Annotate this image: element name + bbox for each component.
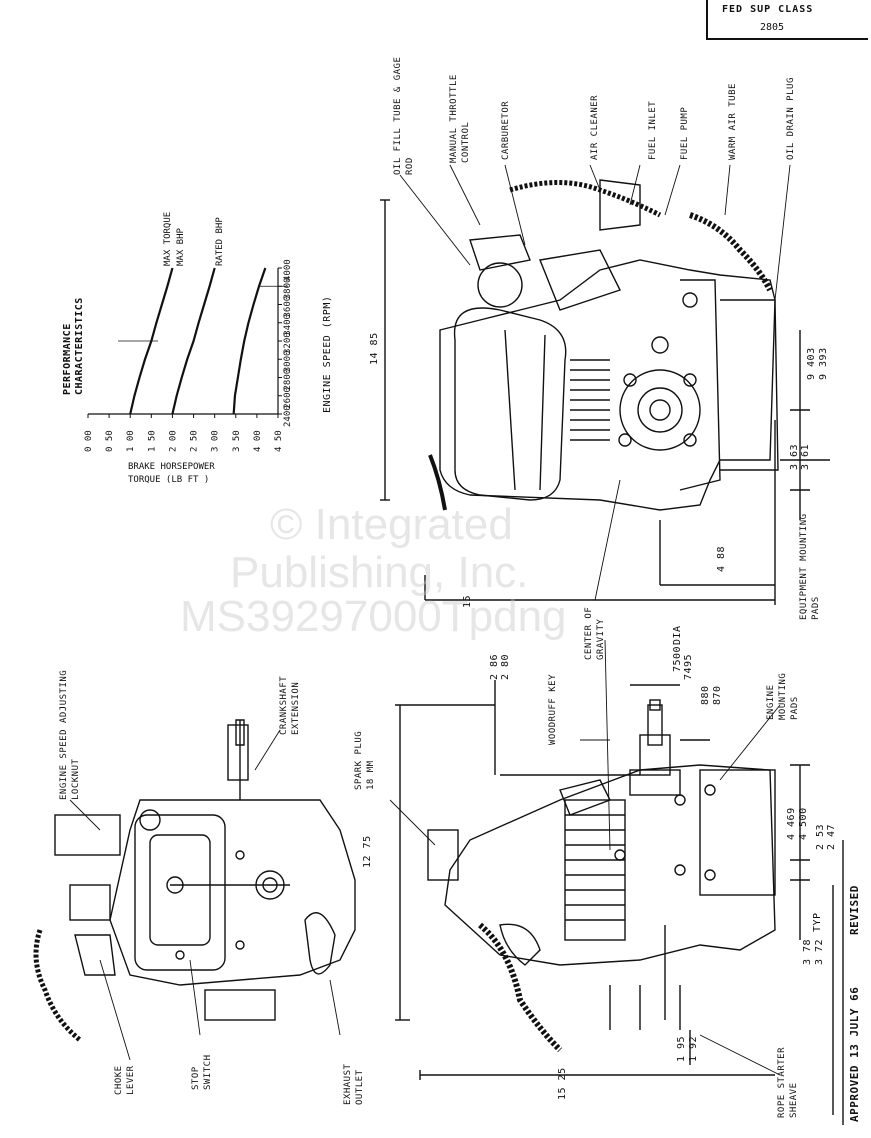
callout-center-of-gravity: CENTER OF GRAVITY <box>584 606 606 660</box>
y-tick-label: 1 00 <box>126 430 136 452</box>
x-tick-label: 2400 <box>283 405 293 427</box>
curve-label: MAX TORQUE <box>163 212 173 266</box>
watermark-line-3: MS39297000Tpdng <box>180 592 567 641</box>
watermark-line-1: © Integrated <box>270 500 513 549</box>
y-tick-label: 0 50 <box>105 430 115 452</box>
x-tick-label: 3000 <box>283 351 293 373</box>
x-tick-label: 3200 <box>283 332 293 354</box>
curve-label: MAX BHP <box>176 227 186 266</box>
dim-2-53: 2 53 <box>815 823 826 850</box>
dim-1-92: 1 92 <box>688 1035 699 1062</box>
watermark-line-2: Publishing, Inc. <box>230 548 529 597</box>
callout-spark-plug: SPARK PLUG 18 MM <box>354 730 376 790</box>
dim-typ: TYP <box>812 912 823 932</box>
dim-14-85: 14 85 <box>369 332 380 365</box>
dim-870: 870 <box>712 685 723 705</box>
callout-carburetor: CARBURETOR <box>501 100 511 160</box>
dim-2-47: 2 47 <box>826 823 837 850</box>
x-axis-title: ENGINE SPEED (RPM) <box>322 295 333 413</box>
dim-9-403: 9 403 <box>806 347 817 380</box>
dim-3-72: 3 72 <box>814 938 825 965</box>
dim-9-393: 9 393 <box>818 347 829 380</box>
y-tick-label: 4 00 <box>253 430 263 452</box>
dim-15: 15 <box>462 594 473 608</box>
fed-sup-class-label: FED SUP CLASS <box>722 4 814 15</box>
callout-woodruff-key: WOODRUFF KEY <box>548 673 558 745</box>
callout-oil-drain-plug: OIL DRAIN PLUG <box>786 77 796 160</box>
callout-crankshaft-extension: CRANKSHAFT EXTENSION <box>279 675 301 735</box>
curve-label: RATED BHP <box>215 217 225 266</box>
dim-2-80: 2 80 <box>500 653 511 680</box>
dim-1-95: 1 95 <box>676 1035 687 1062</box>
y-tick-label: 0 00 <box>84 430 94 452</box>
series-line-3 <box>129 267 174 415</box>
callout-warm-air-tube: WARM AIR TUBE <box>728 83 738 160</box>
y-tick-label: 3 00 <box>211 430 221 452</box>
dim-4-500: 4 500 <box>798 807 809 840</box>
x-tick-label: 4000 <box>283 259 293 281</box>
x-tick-label: 3400 <box>283 314 293 336</box>
chart-title: PERFORMANCE CHARACTERISTICS <box>62 297 85 395</box>
dim-7500: 7500 <box>672 645 683 672</box>
dim-2-86: 2 86 <box>489 653 500 680</box>
x-tick-label: 2800 <box>283 369 293 391</box>
revised-label: REVISED <box>848 885 861 935</box>
dim-4-469: 4 469 <box>786 807 797 840</box>
approved-date: APPROVED 13 JULY 66 <box>848 986 861 1122</box>
y-tick-label: 3 50 <box>232 430 242 452</box>
y-tick-label: 2 00 <box>168 430 178 452</box>
callout-oil-fill-tube: OIL FILL TUBE & GAGE ROD <box>393 56 415 175</box>
dim-15-25: 15 25 <box>557 1067 568 1100</box>
callout-engine-speed-locknut: ENGINE SPEED ADJUSTING LOCKNUT <box>59 669 81 800</box>
callout-exhaust-outlet: EXHAUST OUTLET <box>343 1063 365 1105</box>
performance-chart: 0 00 0 50 1 00 1 50 2 00 2 50 3 00 3 50 4 00 4 50… <box>84 212 293 452</box>
callout-engine-mounting-pads: ENGINE MOUNTING PADS <box>766 672 800 720</box>
x-tick-label: 3600 <box>283 296 293 318</box>
dim-12-75: 12 75 <box>362 835 373 868</box>
class-header-box <box>706 0 868 40</box>
callout-manual-throttle: MANUAL THROTTLE CONTROL <box>449 74 471 163</box>
fed-sup-class-number: 2805 <box>760 22 785 33</box>
callout-fuel-inlet: FUEL INLET <box>648 100 658 160</box>
dim-880: 880 <box>700 685 711 705</box>
series-line-1 <box>232 267 267 415</box>
y-axis-title-1: BRAKE HORSEPOWER <box>128 462 215 472</box>
callout-stop-switch: STOP SWITCH <box>191 1054 213 1090</box>
dim-3-63: 3 63 <box>789 443 800 470</box>
dim-dia: DIA <box>672 625 683 645</box>
dim-3-61: 3 61 <box>800 443 811 470</box>
callout-rope-starter-sheave: ROPE STARTER SHEAVE <box>777 1046 799 1118</box>
y-tick-label: 4 50 <box>274 430 284 452</box>
dim-4-88: 4 88 <box>716 545 727 572</box>
series-line-2 <box>171 267 216 415</box>
dim-7495: 7495 <box>683 653 694 680</box>
x-tick-label: 3800 <box>283 278 293 300</box>
callout-fuel-pump: FUEL PUMP <box>680 106 690 160</box>
dim-3-78: 3 78 <box>802 938 813 965</box>
callout-choke-lever: CHOKE LEVER <box>114 1065 136 1095</box>
y-axis-title-2: TORQUE (LB FT ) <box>128 475 210 485</box>
y-tick-label: 2 50 <box>190 430 200 452</box>
callout-equipment-mounting-pads: EQUIPMENT MOUNTING PADS <box>799 513 821 620</box>
y-tick-label: 1 50 <box>147 430 157 452</box>
x-tick-label: 2600 <box>283 387 293 409</box>
callout-air-cleaner: AIR CLEANER <box>590 94 600 160</box>
